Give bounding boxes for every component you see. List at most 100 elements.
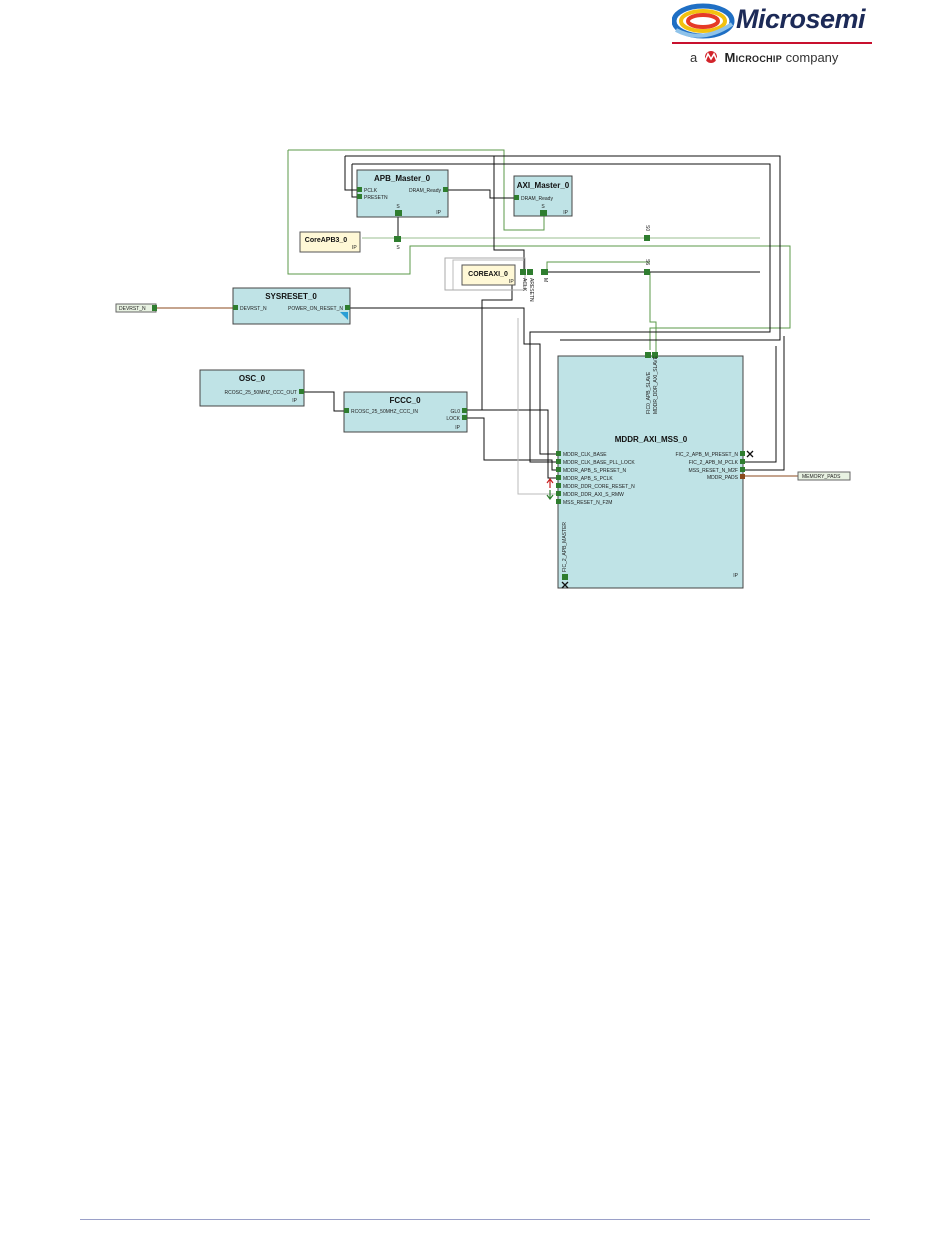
port-presetn	[357, 194, 362, 199]
wire-power-on-reset	[350, 307, 560, 455]
io-memory-pads-label: MEMORY_PADS	[802, 474, 841, 480]
port-presetn-label: PRESETN	[364, 195, 388, 201]
port-rcosc-in	[344, 408, 349, 413]
wire-pclk	[344, 156, 360, 191]
port-coreaxi-bus	[541, 269, 548, 275]
slot-s6-port	[644, 269, 650, 275]
wire-fic2-preset	[742, 346, 777, 463]
coreapb3-bus-label: S	[396, 245, 400, 251]
block-apb-master[interactable]: APB_Master_0 PCLK PRESETN DRAM_Ready IP	[356, 169, 449, 218]
sysreset-macro-icon	[340, 312, 348, 320]
port-devrst-in-label: DEVRST_N	[240, 306, 267, 312]
port-mddr-pads-label: MDDR_PADS	[707, 475, 739, 481]
apb-master-bus-label: S	[396, 204, 400, 210]
port-pclk-label: PCLK	[364, 188, 378, 194]
slot-s0-label: S0	[644, 225, 650, 231]
wire-presetn	[352, 163, 771, 463]
microchip-mark-icon	[704, 51, 718, 63]
block-fccc[interactable]: FCCC_0 RCOSC_25_50MHZ_CCC_IN GL0 LOCK IP	[343, 391, 468, 433]
tie-low-icon	[546, 490, 554, 500]
coreaxi-pin-aresetn: ARESETN	[528, 278, 534, 302]
block-fccc-title: FCCC_0	[389, 396, 421, 405]
osc-ip-tag: IP	[292, 398, 297, 404]
block-coreapb3-title: CoreAPB3_0	[305, 237, 348, 244]
port-fic0-apb-slave	[645, 352, 651, 358]
port-fic0-apb-slave-label: FIC0_APB_SLAVE	[646, 371, 652, 414]
port-power-on-reset	[345, 305, 350, 310]
block-osc-title: OSC_0	[239, 374, 266, 383]
port-devrst-in	[233, 305, 238, 310]
port-dram-ready-out	[443, 187, 448, 192]
block-mddr-axi-mss[interactable]: MDDR_AXI_MSS_0 FIC0_APB_SLAVE MDDR_DDR_A…	[546, 352, 754, 589]
io-devrst-label: DEVRST_N	[119, 306, 146, 312]
wire-gl0-up	[466, 272, 513, 411]
port-coreapb3-bus	[394, 236, 401, 242]
wire-aclk	[493, 156, 525, 272]
port-dram-ready-in	[514, 195, 519, 200]
port-axi-bus	[540, 210, 547, 216]
wire-dram-ready	[448, 189, 516, 199]
port-mddr-ddr-axi-slave	[652, 352, 658, 358]
logo-wordmark: Microsemi	[736, 4, 866, 34]
wire-green-apb	[287, 150, 791, 350]
block-sysreset[interactable]: SYSRESET_0 DEVRST_N POWER_ON_RESET_N	[232, 287, 351, 325]
port-aclk	[520, 269, 526, 275]
block-osc[interactable]: OSC_0 RCOSC_25_50MHZ_CCC_OUT IP	[199, 369, 305, 407]
block-apb-master-title: APB_Master_0	[374, 174, 431, 183]
wire-coreaxi-frame	[452, 259, 524, 290]
footer-rule	[80, 1219, 870, 1220]
block-sysreset-title: SYSRESET_0	[265, 292, 317, 301]
block-coreaxi[interactable]: COREAXI_0 IP ACLK ARESETN M	[444, 257, 548, 302]
port-aresetn	[527, 269, 533, 275]
block-axi-master[interactable]: AXI_Master_0 DRAM_Ready IP	[513, 175, 573, 217]
port-rcosc-out-label: RCOSC_25_50MHZ_CCC_OUT	[224, 390, 297, 396]
microsemi-swirl-icon	[672, 3, 735, 39]
coreaxi-ip-tag: IP	[509, 279, 514, 285]
block-axi-master-title: AXI_Master_0	[517, 181, 570, 190]
port-mddr-ddr-axi-slave-label: MDDR_DDR_AXI_SLAVE	[653, 355, 659, 414]
port-mddr-apb-pclk-label: MDDR_APB_S_PCLK	[563, 476, 613, 482]
block-mddr-title: MDDR_AXI_MSS_0	[615, 435, 688, 444]
port-mss-reset-m2f-label: MSS_RESET_N_M2F	[689, 468, 738, 474]
io-memory-pads[interactable]: MEMORY_PADS	[797, 471, 851, 481]
logo-subline: a Microchip company	[690, 50, 838, 65]
port-rcosc-in-label: RCOSC_25_50MHZ_CCC_IN	[351, 409, 418, 415]
axi-master-bus-label: S	[541, 204, 545, 210]
coreaxi-bus-label: M	[542, 278, 548, 282]
port-power-on-reset-label: POWER_ON_RESET_N	[288, 306, 343, 312]
port-pclk	[357, 187, 362, 192]
wire-axi-s6-riser	[546, 261, 650, 272]
bus-slot-markers: S0 S6	[644, 225, 650, 275]
axi-master-ip-tag: IP	[563, 210, 568, 216]
wire-gl0	[466, 409, 560, 479]
mddr-ip-tag: IP	[733, 573, 738, 579]
port-rcosc-out	[299, 389, 304, 394]
port-fic2-apb-master-label: FIC_2_APB_MASTER	[562, 522, 568, 572]
port-gl0-label: GL0	[451, 409, 461, 415]
logo-rule	[672, 42, 872, 44]
io-devrst-port	[152, 305, 157, 311]
block-coreapb3[interactable]: CoreAPB3_0 IP S S S	[299, 204, 545, 253]
mddr-right-ports: FIC_2_APB_M_PRESET_N FIC_2_APB_M_PCLK MS…	[675, 450, 754, 481]
logo-sub-brand: Microchip	[724, 50, 783, 65]
port-lock	[462, 415, 467, 420]
port-dram-ready-out-label: DRAM_Ready	[409, 188, 441, 194]
port-fic2-apb-master	[562, 574, 568, 580]
port-gl0	[462, 408, 467, 413]
port-mddr-clk-base-label: MDDR_CLK_BASE	[563, 452, 607, 458]
wire-rcosc	[304, 391, 344, 412]
fccc-ip-tag: IP	[455, 425, 460, 431]
wire-axi-s6-down	[649, 272, 657, 354]
logo-sub-suffix: company	[785, 50, 839, 65]
apb-master-ip-tag: IP	[436, 210, 441, 216]
mddr-left-ports: MDDR_CLK_BASE MDDR_CLK_BASE_PLL_LOCK MDD…	[546, 451, 635, 506]
port-mddr-core-reset-label: MDDR_DDR_CORE_RESET_N	[563, 484, 635, 490]
slot-s6-label: S6	[644, 259, 650, 265]
coreaxi-pin-aclk: ACLK	[521, 278, 527, 292]
unconnected-x-icon	[746, 450, 754, 458]
wire-fic2-pclk	[742, 336, 785, 471]
io-devrst[interactable]: DEVRST_N	[115, 303, 157, 313]
port-dram-ready-in-label: DRAM_Ready	[521, 196, 553, 202]
tie-high-icon	[546, 478, 554, 488]
